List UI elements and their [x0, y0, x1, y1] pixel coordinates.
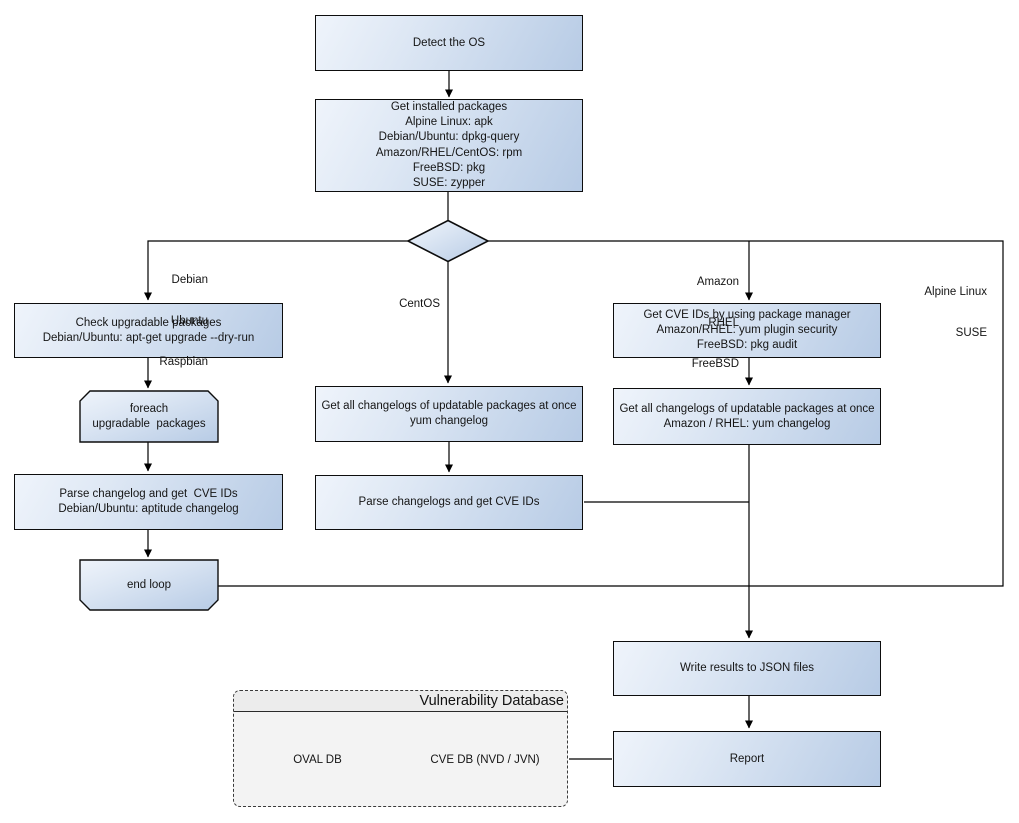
- node-line: Parse changelogs and get CVE IDs: [358, 496, 540, 508]
- node-line: FreeBSD: pkg: [412, 161, 486, 174]
- shape-line: OVAL DB: [293, 753, 342, 766]
- node-get-cve-ids: Get CVE IDs by using package manager Ama…: [613, 303, 881, 358]
- cve-db-label: CVE DB (NVD / JVN): [417, 746, 553, 774]
- branch-label-amazon: Amazon RHEL FreeBSD: [691, 275, 739, 371]
- node-line: Alpine Linux: apk: [405, 115, 493, 128]
- node-line: Get all changelogs of updatable packages…: [321, 400, 577, 412]
- node-line: Amazon/RHEL: yum plugin security: [656, 324, 838, 336]
- node-write-results: Write results to JSON files: [613, 641, 881, 696]
- node-line: Get all changelogs of updatable packages…: [619, 402, 875, 415]
- shape-line: CVE DB (NVD / JVN): [430, 753, 540, 766]
- branch-label-centos: CentOS: [399, 297, 440, 310]
- node-line: yum changelog: [410, 415, 488, 427]
- node-line: Get installed packages: [390, 100, 508, 113]
- shape-line: end loop: [126, 578, 172, 591]
- vulnerability-database-title: Vulnerability Database: [234, 691, 567, 712]
- end-loop-label: end loop: [80, 560, 218, 610]
- shape-line: foreach: [129, 403, 169, 415]
- branch-label-debian: Debian Ubuntu Raspbian: [159, 273, 208, 369]
- node-line: Amazon/RHEL/CentOS: rpm: [375, 146, 523, 159]
- branch-label-alpine: Alpine Linux SUSE: [924, 285, 987, 339]
- os-decision-diamond: [406, 219, 490, 263]
- foreach-loop-label: foreach upgradable packages: [80, 391, 218, 442]
- node-line: Parse changelog and get CVE IDs: [59, 488, 238, 500]
- node-line: Debian/Ubuntu: apt-get upgrade --dry-run: [42, 331, 255, 344]
- node-get-changelogs-centos: Get all changelogs of updatable packages…: [315, 386, 583, 442]
- node-get-installed-packages: Get installed packages Alpine Linux: apk…: [315, 99, 583, 192]
- node-report: Report: [613, 731, 881, 787]
- node-parse-changelog-left: Parse changelog and get CVE IDs Debian/U…: [14, 474, 283, 530]
- node-line: Write results to JSON files: [680, 662, 814, 674]
- oval-db-label: OVAL DB: [248, 746, 387, 774]
- node-line: Amazon / RHEL: yum changelog: [663, 417, 831, 430]
- node-detect-os: Detect the OS: [315, 15, 583, 71]
- node-parse-changelogs-center: Parse changelogs and get CVE IDs: [315, 475, 583, 530]
- node-check-upgradable: Check upgradable packages Debian/Ubuntu:…: [14, 303, 283, 358]
- node-line: Check upgradable packages: [75, 316, 222, 329]
- node-line: Debian/Ubuntu: dpkg-query: [378, 131, 520, 144]
- shape-line: upgradable packages: [92, 417, 206, 430]
- node-line: Report: [729, 752, 765, 765]
- node-line: SUSE: zypper: [412, 177, 486, 190]
- node-line: Get CVE IDs by using package manager: [643, 309, 851, 321]
- node-get-changelogs-yum: Get all changelogs of updatable packages…: [613, 388, 881, 445]
- node-line: Detect the OS: [412, 36, 486, 49]
- node-line: Debian/Ubuntu: aptitude changelog: [58, 503, 239, 515]
- group-title-text: Vulnerability Database: [419, 693, 564, 709]
